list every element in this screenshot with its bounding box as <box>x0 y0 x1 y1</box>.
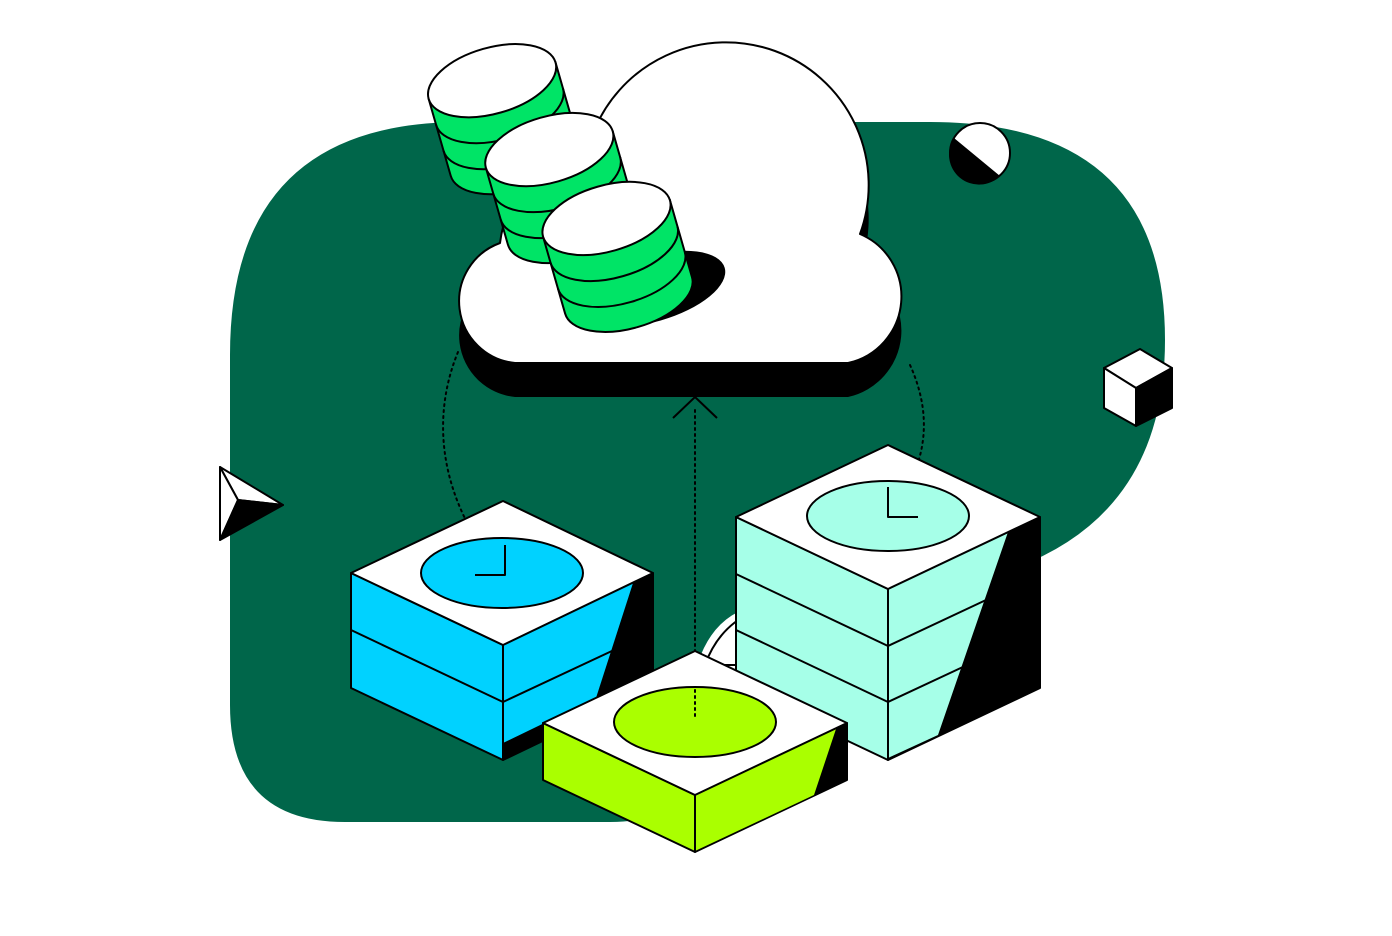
storage-block-lime <box>542 650 848 853</box>
pyramid-icon <box>219 466 284 541</box>
lime-disc <box>613 686 777 758</box>
sync-line-left <box>442 351 501 573</box>
storage-block-blue <box>350 500 654 761</box>
database-disk-bottom <box>541 180 726 333</box>
sphere-icon <box>949 122 1011 185</box>
database-stack-icon <box>427 43 726 333</box>
cube-icon <box>1103 348 1173 427</box>
upload-arrow-icon <box>672 395 718 419</box>
clock-icon <box>420 537 584 609</box>
clock-icon <box>806 480 970 552</box>
